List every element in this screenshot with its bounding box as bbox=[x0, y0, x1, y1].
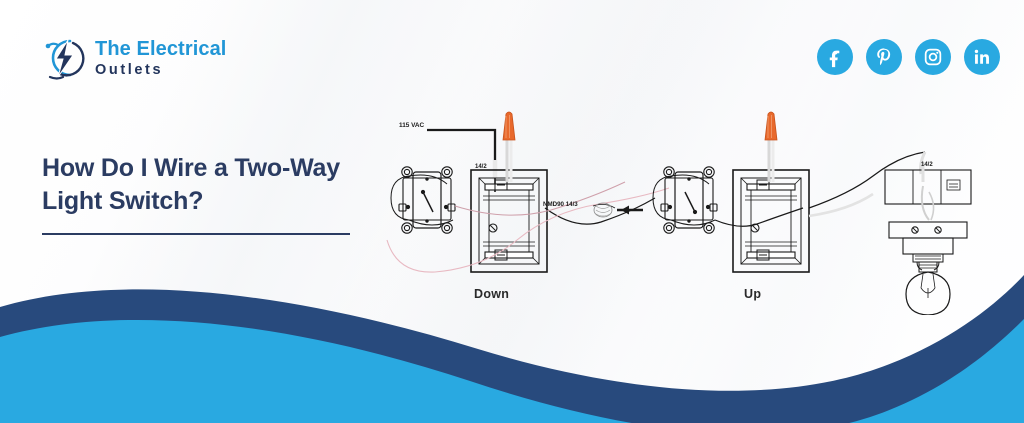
wire-nut-left bbox=[502, 111, 516, 182]
wave-navy bbox=[0, 275, 1024, 423]
light-bulb-fixture bbox=[888, 185, 968, 315]
lightning-bolt-circle-icon bbox=[40, 33, 86, 81]
social-link-pinterest[interactable] bbox=[866, 39, 902, 75]
label-cable-right: 14/2 bbox=[921, 162, 933, 168]
brand-name-line1: The Electrical bbox=[95, 37, 227, 60]
facebook-icon bbox=[829, 50, 840, 68]
label-nmd90: NMD90 14/3 bbox=[543, 201, 578, 208]
pinterest-icon bbox=[877, 48, 891, 66]
wall-box-left bbox=[470, 169, 548, 273]
switch-caption-up: Up bbox=[744, 287, 762, 301]
brand-logo[interactable]: The Electrical Outlets bbox=[40, 33, 226, 81]
page-title: How Do I Wire a Two-Way Light Switch? bbox=[42, 154, 340, 216]
social-link-facebook[interactable] bbox=[817, 39, 853, 75]
wall-box-right bbox=[732, 169, 810, 273]
label-cable-left: 14/2 bbox=[475, 164, 487, 170]
decorative-wave-graphic bbox=[0, 263, 1024, 423]
traveler-cable-junction bbox=[592, 202, 643, 218]
wire-nut-right bbox=[764, 111, 778, 182]
social-link-instagram[interactable] bbox=[915, 39, 951, 75]
toggle-switch-left bbox=[390, 166, 456, 234]
label-115vac: 115 VAC bbox=[399, 122, 424, 129]
brand-wordmark: The Electrical Outlets bbox=[95, 37, 226, 78]
social-links bbox=[817, 39, 1000, 75]
title-underline-rule bbox=[42, 232, 350, 235]
switch-caption-down: Down bbox=[474, 287, 510, 301]
junction-box: 14/2 bbox=[884, 162, 972, 205]
linkedin-icon bbox=[974, 49, 989, 64]
brand-name-line2: Outlets bbox=[95, 61, 164, 78]
headline-block: How Do I Wire a Two-Way Light Switch? bbox=[42, 152, 372, 235]
social-link-linkedin[interactable] bbox=[964, 39, 1000, 75]
toggle-switch-right bbox=[652, 166, 718, 234]
instagram-icon bbox=[924, 48, 942, 66]
wiring-diagram: 115 VAC bbox=[385, 100, 1010, 315]
